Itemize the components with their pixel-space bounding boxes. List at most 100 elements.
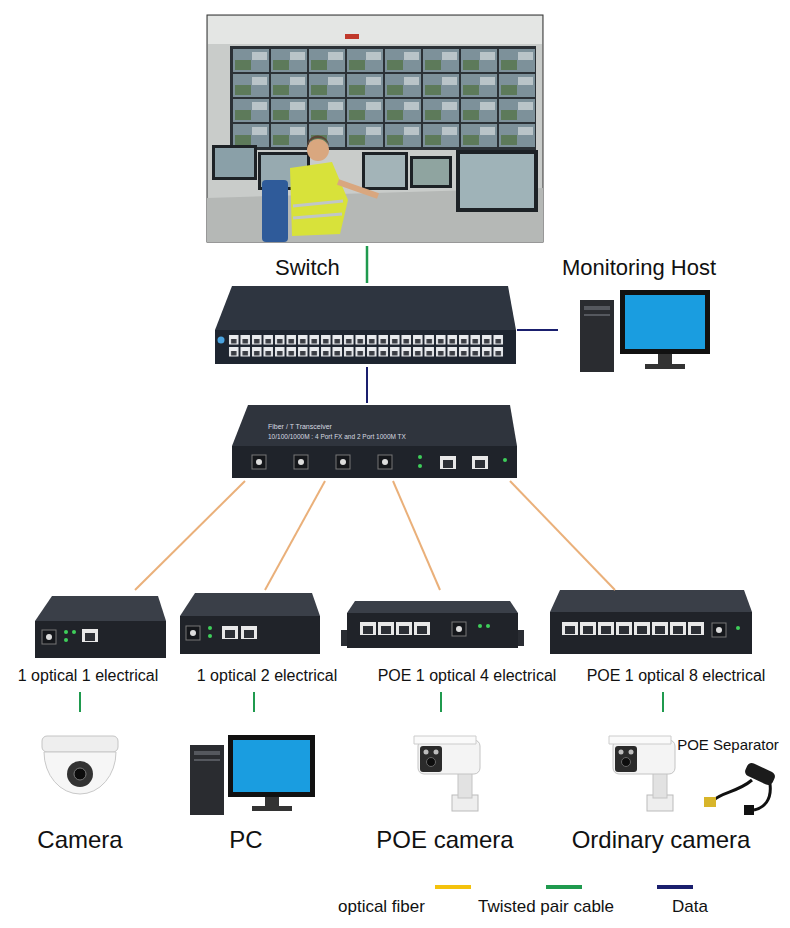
poe-separator (744, 805, 754, 815)
poe-converter (478, 624, 482, 628)
bullet-camera (414, 736, 480, 811)
control-room-photo (212, 145, 257, 180)
control-room-photo (362, 152, 408, 190)
pc-icon (620, 290, 710, 354)
pc-icon (228, 735, 315, 797)
control-room-photo (290, 162, 348, 236)
media-converter (82, 629, 98, 642)
pc-icon (580, 290, 710, 372)
device-node: Fiber / T Transceiver 10/100/1000M : 4 Po… (230, 403, 520, 481)
device-node: Monitoring Host (558, 255, 756, 375)
dome-camera (74, 768, 86, 780)
fiber-transceiver (418, 455, 422, 459)
control-room-photo (365, 155, 405, 187)
control-room-photo (207, 15, 543, 242)
poe-converter (550, 612, 752, 654)
poe-converter (736, 626, 740, 630)
device-node: Switch (213, 255, 517, 367)
poe-separator (704, 797, 716, 807)
fiber-transceiver (440, 456, 456, 469)
media-converter (186, 626, 200, 640)
device-node: POE 1 optical 8 electrical (548, 590, 788, 692)
fiber-transceiver (232, 405, 517, 478)
pc-icon (645, 364, 685, 369)
poe-separator (754, 784, 770, 810)
media-converter (35, 596, 166, 621)
media-converter (42, 630, 56, 644)
control-room-photo (207, 15, 543, 242)
control-room-photo (208, 16, 542, 44)
control-room-photo (230, 46, 536, 150)
poe-converter (347, 601, 518, 613)
pc-icon (265, 797, 279, 806)
fiber-transceiver (418, 464, 422, 468)
media-converter (241, 626, 257, 639)
device-label: POE camera (376, 826, 513, 855)
fiber-transceiver (472, 456, 488, 469)
device-label: POE Separator (677, 736, 779, 754)
device-label: Fiber / T Transceiver (268, 423, 332, 431)
poe-converter (378, 622, 394, 635)
control-room-photo (307, 139, 329, 161)
connectors (80, 330, 663, 712)
cable-connector (510, 481, 615, 590)
control-room-photo (232, 48, 536, 148)
poe-converter (341, 630, 347, 646)
pc-icon (190, 745, 224, 815)
poe-converter (518, 630, 524, 646)
device-label: Monitoring Host (562, 255, 716, 281)
poe-converter (486, 624, 490, 628)
switch-device (228, 334, 504, 358)
device-label: POE 1 optical 8 electrical (587, 666, 766, 685)
control-room-photo (413, 159, 449, 185)
switch-device (215, 286, 516, 364)
poe-converter (634, 622, 650, 635)
control-room-photo (338, 182, 378, 196)
control-room-photo (293, 214, 342, 218)
switch-device (218, 337, 225, 344)
pc-icon (625, 295, 705, 349)
poe-separator (704, 761, 777, 815)
poe-converter (360, 622, 376, 635)
cable-connector (440, 692, 442, 712)
device-node: Ordinary camera (555, 712, 770, 862)
device-label: 10/100/1000M : 4 Port FX and 2 Port 1000… (268, 433, 406, 441)
pc-icon (584, 314, 610, 316)
poe-separator (714, 780, 752, 800)
media-converter (208, 626, 212, 630)
device-label: PC (229, 826, 262, 855)
poe-converter (562, 622, 578, 635)
poe-converter (652, 622, 668, 635)
cable-connector (366, 367, 368, 403)
control-room-photo (456, 150, 538, 212)
legend-label: Twisted pair cable (478, 897, 614, 917)
fiber-transceiver (252, 455, 266, 469)
media-converter (35, 596, 166, 658)
device-node: 1 optical 1 electrical (5, 590, 172, 692)
cable-line (366, 246, 369, 283)
device-node: POE Separator (664, 736, 789, 818)
dome-camera (67, 761, 93, 787)
pc-icon (233, 740, 310, 792)
control-room-photo (293, 201, 343, 206)
fiber-transceiver (378, 455, 392, 469)
media-converter (180, 593, 320, 616)
bullet-camera (609, 736, 675, 811)
device-node: PC (185, 712, 325, 862)
pc-icon (252, 806, 292, 811)
cable-connector (662, 692, 664, 712)
cable-connector (393, 481, 440, 590)
media-converter (35, 621, 166, 658)
fiber-transceiver (336, 455, 350, 469)
pc-icon (190, 735, 315, 815)
cable-connector (79, 692, 81, 712)
cable-connector (253, 692, 255, 712)
legend-label: Data (672, 897, 708, 917)
device-label: 1 optical 2 electrical (197, 666, 338, 685)
control-room-photo (345, 34, 359, 39)
device-node: 1 optical 2 electrical (178, 590, 352, 692)
device-label: POE 1 optical 4 electrical (378, 666, 557, 685)
poe-converter (616, 622, 632, 635)
cable-connector (265, 481, 325, 590)
